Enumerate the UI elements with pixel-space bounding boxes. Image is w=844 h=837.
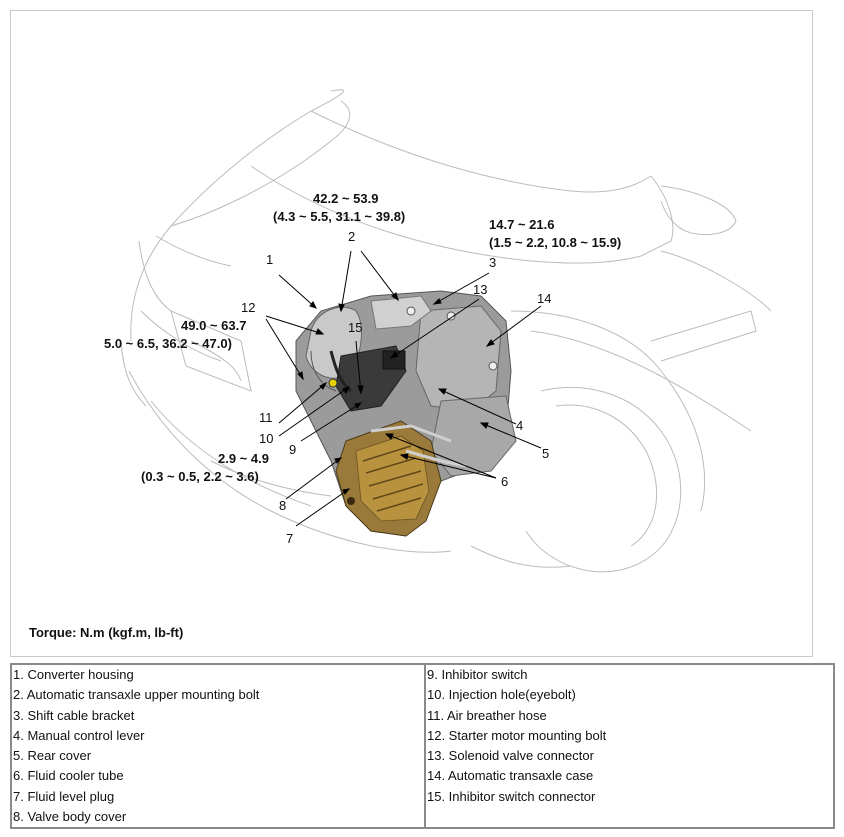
legend-item: 15. Inhibitor switch connector — [427, 788, 596, 804]
torque-eyebolt-nm: 2.9 ~ 4.9 — [218, 451, 269, 466]
torque-eyebolt-alt: (0.3 ~ 0.5, 2.2 ~ 3.6) — [141, 469, 259, 484]
callout-15: 15 — [348, 320, 363, 335]
transaxle-diagram: 42.2 ~ 53.9 (4.3 ~ 5.5, 31.1 ~ 39.8) 14.… — [10, 10, 813, 657]
callout-14: 14 — [537, 291, 552, 306]
legend-item: 14. Automatic transaxle case — [427, 768, 594, 784]
legend-item: 6. Fluid cooler tube — [13, 768, 124, 784]
legend-item: 4. Manual control lever — [13, 727, 145, 743]
callout-7: 7 — [286, 531, 294, 546]
torque-upper-mount-nm: 42.2 ~ 53.9 — [313, 191, 379, 206]
diagram-drawing — [120, 89, 772, 573]
leader-lines — [265, 250, 542, 527]
legend-item: 11. Air breather hose — [427, 707, 547, 723]
callout-6: 6 — [501, 474, 509, 489]
callout-13: 13 — [473, 282, 488, 297]
callout-8: 8 — [279, 498, 287, 513]
torque-upper-mount-alt: (4.3 ~ 5.5, 31.1 ~ 39.8) — [273, 209, 406, 224]
callout-10: 10 — [259, 431, 274, 446]
torque-unit-note: Torque: N.m (kgf.m, lb-ft) — [29, 625, 184, 640]
parts-legend-table: 1. Converter housing 2. Automatic transa… — [10, 662, 835, 830]
legend-left-column: 1. Converter housing 2. Automatic transa… — [10, 662, 426, 830]
callout-1: 1 — [266, 252, 274, 267]
legend-item: 10. Injection hole(eyebolt) — [427, 687, 576, 703]
legend-item: 8. Valve body cover — [13, 809, 127, 825]
legend-item: 13. Solenoid valve connector — [427, 748, 594, 764]
torque-shift-bracket-alt: (1.5 ~ 2.2, 10.8 ~ 15.9) — [489, 235, 622, 250]
transaxle-assembly — [295, 290, 517, 537]
torque-starter-nm: 49.0 ~ 63.7 — [181, 318, 247, 333]
legend-item: 2. Automatic transaxle upper mounting bo… — [13, 687, 260, 703]
callout-12: 12 — [241, 300, 256, 315]
legend-item: 1. Converter housing — [13, 667, 134, 682]
callout-2: 2 — [348, 229, 356, 244]
callout-9: 9 — [289, 442, 297, 457]
legend-item: 5. Rear cover — [13, 748, 92, 764]
callout-11: 11 — [259, 410, 273, 425]
legend-right-column: 9. Inhibitor switch 10. Injection hole(e… — [424, 662, 835, 830]
callout-5: 5 — [542, 446, 550, 461]
legend-item: 9. Inhibitor switch — [427, 667, 528, 682]
torque-shift-bracket-nm: 14.7 ~ 21.6 — [489, 217, 555, 232]
car-outline — [120, 89, 772, 573]
callout-4: 4 — [516, 418, 524, 433]
legend-item: 3. Shift cable bracket — [13, 707, 135, 723]
legend-item: 12. Starter motor mounting bolt — [427, 727, 607, 743]
callout-3: 3 — [489, 255, 497, 270]
legend-item: 7. Fluid level plug — [13, 788, 115, 804]
torque-starter-alt: 5.0 ~ 6.5, 36.2 ~ 47.0) — [104, 336, 232, 351]
